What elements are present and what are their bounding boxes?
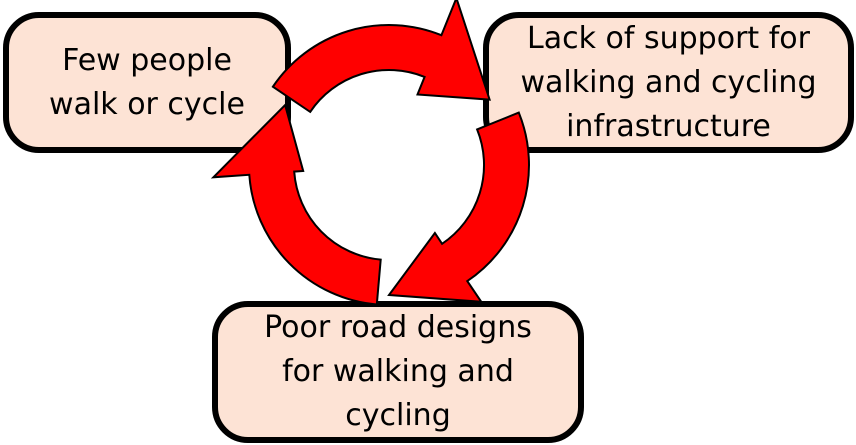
arrow-top [271,0,492,114]
box-text: cycling [345,398,451,433]
box-text: infrastructure [566,108,771,144]
box-text: for walking and [282,354,514,389]
box-lack-of-support: Lack of support for walking and cycling … [483,12,854,153]
arrow-right [387,111,530,303]
box-text: Poor road designs [264,310,532,345]
box-text: Few people [62,42,232,78]
box-text: Lack of support for [527,20,810,56]
arrow-left [210,103,382,306]
box-poor-road-designs: Poor road designs for walking and cyclin… [212,301,584,443]
box-text: walk or cycle [49,86,245,122]
box-text: walking and cycling [520,64,817,100]
box-few-people-walk: Few people walk or cycle [3,12,291,153]
